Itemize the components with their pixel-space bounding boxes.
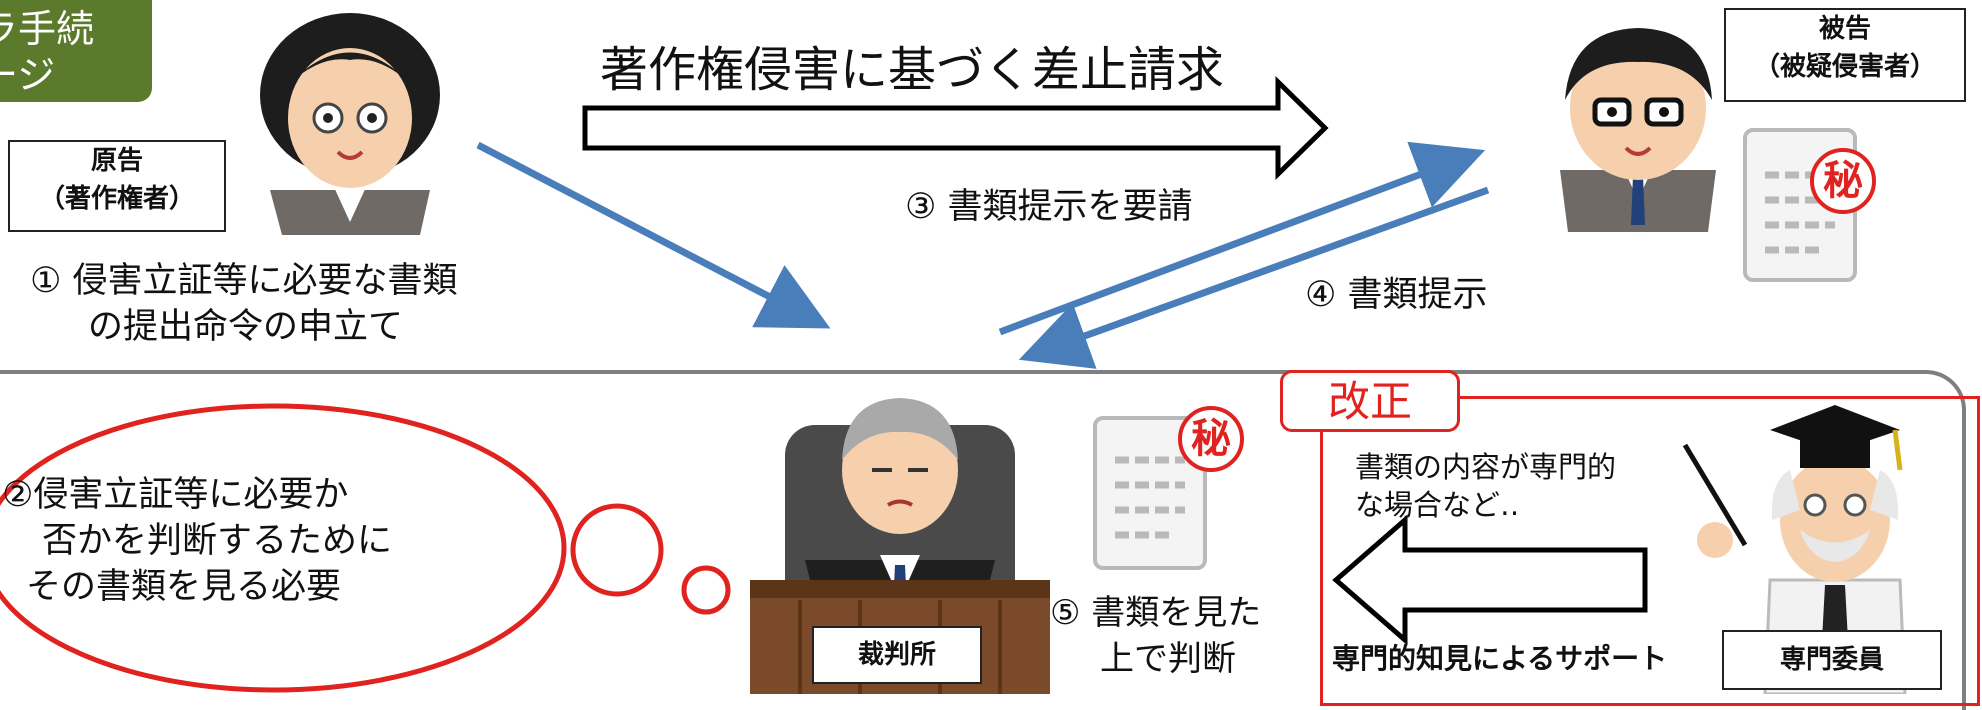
step5-text: ⑤ 書類を見た 上で判断 bbox=[1050, 590, 1261, 682]
procedure-tag: ラ手続 ージ bbox=[0, 0, 152, 102]
step5-line2: 上で判断 bbox=[1100, 639, 1236, 679]
thought-bubble-dot-large bbox=[570, 503, 664, 597]
step1-line1: ① 侵害立証等に必要な書類 bbox=[30, 261, 458, 301]
procedure-tag-line1: ラ手続 bbox=[0, 7, 95, 51]
revision-note-line2: な場合など‥ bbox=[1355, 488, 1520, 522]
step5-line1: ⑤ 書類を見た bbox=[1050, 593, 1262, 633]
step3-text: ③ 書類提示を要請 bbox=[905, 187, 1193, 227]
defendant-illustration bbox=[1560, 28, 1716, 232]
secret-mark-court: 秘 bbox=[1178, 406, 1244, 472]
thought-bubble bbox=[0, 403, 567, 693]
procedure-tag-line2: ージ bbox=[0, 53, 56, 97]
thought-text: ②侵害立証等に必要か 否かを判断するために その書類を見る必要 bbox=[2, 472, 392, 610]
revision-note: 書類の内容が専門的 な場合など‥ bbox=[1355, 448, 1616, 524]
thought-bubble-dot-small bbox=[681, 565, 731, 615]
support-arrow bbox=[1332, 514, 1648, 646]
expert-label-box: 専門委員 bbox=[1722, 630, 1942, 690]
step1-line2: の提出命令の申立て bbox=[88, 307, 404, 347]
revision-label: 改正 bbox=[1280, 370, 1460, 432]
revision-note-line1: 書類の内容が専門的 bbox=[1355, 450, 1617, 484]
plaintiff-label-box: 原告 （著作権者） bbox=[8, 140, 226, 232]
support-text: 専門的知見によるサポート bbox=[1332, 642, 1668, 675]
step4-arrow bbox=[1018, 186, 1490, 369]
court-panel-frame bbox=[0, 370, 1966, 710]
plaintiff-illustration bbox=[260, 13, 440, 235]
defendant-label-box: 被告 （被疑侵害者） bbox=[1724, 8, 1966, 102]
thought-line2: 否かを判断するために bbox=[42, 521, 393, 561]
defendant-label-line1: 被告 bbox=[1818, 14, 1871, 44]
step4-text: ④ 書類提示 bbox=[1305, 275, 1488, 315]
secret-mark-defendant: 秘 bbox=[1810, 148, 1876, 214]
claim-label: 著作権侵害に基づく差止請求 bbox=[600, 42, 1225, 98]
claim-arrow bbox=[582, 76, 1329, 180]
thought-line3: その書類を見る必要 bbox=[26, 567, 342, 607]
step3-arrow bbox=[998, 141, 1486, 336]
court-document-icon bbox=[1093, 416, 1207, 570]
plaintiff-label-line2: （著作権者） bbox=[38, 184, 195, 214]
plaintiff-label-line1: 原告 bbox=[90, 146, 143, 176]
court-label-box: 裁判所 bbox=[812, 626, 982, 684]
step1-arrow bbox=[476, 141, 831, 329]
thought-line1: ②侵害立証等に必要か bbox=[2, 475, 349, 515]
defendant-label-line2: （被疑侵害者） bbox=[1753, 52, 1936, 82]
step1-text: ① 侵害立証等に必要な書類 の提出命令の申立て bbox=[30, 258, 458, 350]
